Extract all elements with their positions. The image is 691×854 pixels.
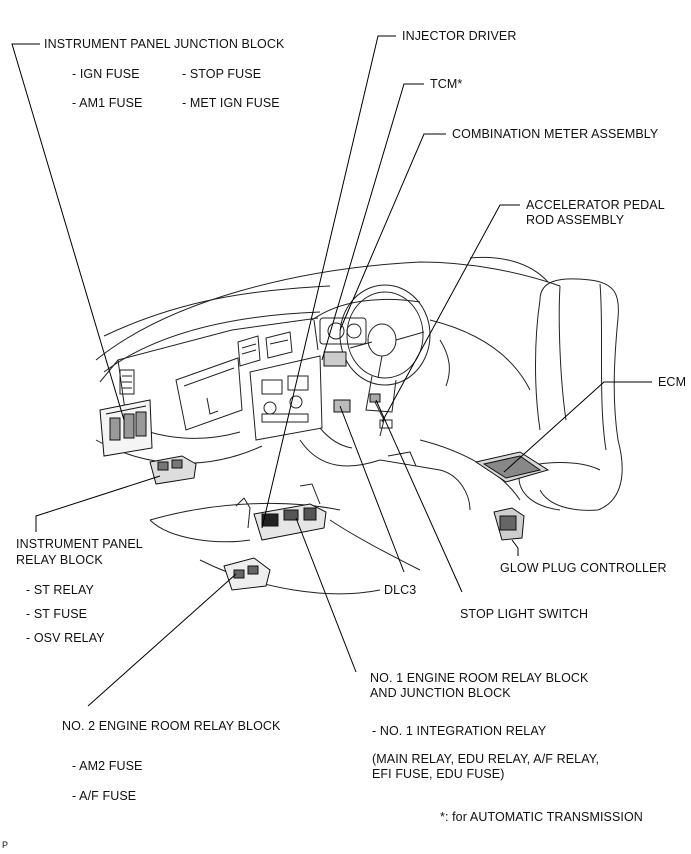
label-ipjb: INSTRUMENT PANEL JUNCTION BLOCK — [44, 37, 285, 51]
label-iprb-line2: RELAY BLOCK — [16, 553, 103, 567]
leader-no1-erb — [295, 517, 357, 673]
label-no1-detail-line2: EFI FUSE, EDU FUSE) — [372, 767, 505, 781]
leader-tcm — [321, 83, 424, 361]
label-ecm: ECM — [658, 375, 687, 389]
label-iprb-line1: INSTRUMENT PANEL — [16, 537, 143, 551]
label-dlc3: DLC3 — [384, 583, 417, 597]
leader-stop-light — [375, 399, 463, 593]
leader-no2-erb — [87, 573, 237, 707]
label-accelerator-pedal-line1: ACCELERATOR PEDAL — [526, 198, 665, 212]
label-no1-integration-relay: - NO. 1 INTEGRATION RELAY — [372, 724, 547, 738]
label-no1-erb-line2: AND JUNCTION BLOCK — [370, 686, 511, 700]
label-am1-fuse: - AM1 FUSE — [72, 96, 143, 110]
leader-dlc3 — [339, 405, 405, 573]
label-no1-erb-line1: NO. 1 ENGINE ROOM RELAY BLOCK — [370, 671, 589, 685]
leader-iprb — [35, 475, 161, 532]
label-combination-meter: COMBINATION METER ASSEMBLY — [452, 127, 659, 141]
label-tcm: TCM* — [430, 77, 463, 91]
label-am2-fuse: - AM2 FUSE — [72, 759, 143, 773]
label-stop-light-switch: STOP LIGHT SWITCH — [460, 607, 589, 621]
leader-accelerator-pedal — [381, 204, 520, 423]
component-shapes — [100, 352, 548, 590]
label-no1-detail-line1: (MAIN RELAY, EDU RELAY, A/F RELAY, — [372, 752, 600, 766]
leader-combination-meter — [339, 133, 446, 331]
label-ign-fuse: - IGN FUSE — [72, 67, 140, 81]
label-accelerator-pedal-line2: ROD ASSEMBLY — [526, 213, 625, 227]
leader-ipjb — [11, 43, 125, 421]
leader-glow-plug — [511, 539, 519, 556]
leader-ecm — [503, 381, 652, 473]
label-st-relay: - ST RELAY — [26, 583, 94, 597]
page-mark: P — [2, 840, 9, 850]
leader-lines — [11, 35, 652, 707]
label-af-fuse: - A/F FUSE — [72, 789, 137, 803]
label-glow-plug-controller: GLOW PLUG CONTROLLER — [500, 561, 667, 575]
vehicle-interior-illustration — [96, 257, 622, 593]
footnote: *: for AUTOMATIC TRANSMISSION — [440, 810, 643, 824]
label-injector-driver: INJECTOR DRIVER — [402, 29, 517, 43]
label-met-ign-fuse: - MET IGN FUSE — [182, 96, 280, 110]
label-no2-erb: NO. 2 ENGINE ROOM RELAY BLOCK — [62, 719, 281, 733]
label-st-fuse: - ST FUSE — [26, 607, 88, 621]
leader-injector-driver — [261, 35, 396, 529]
label-osv-relay: - OSV RELAY — [26, 631, 105, 645]
label-stop-fuse: - STOP FUSE — [182, 67, 262, 81]
